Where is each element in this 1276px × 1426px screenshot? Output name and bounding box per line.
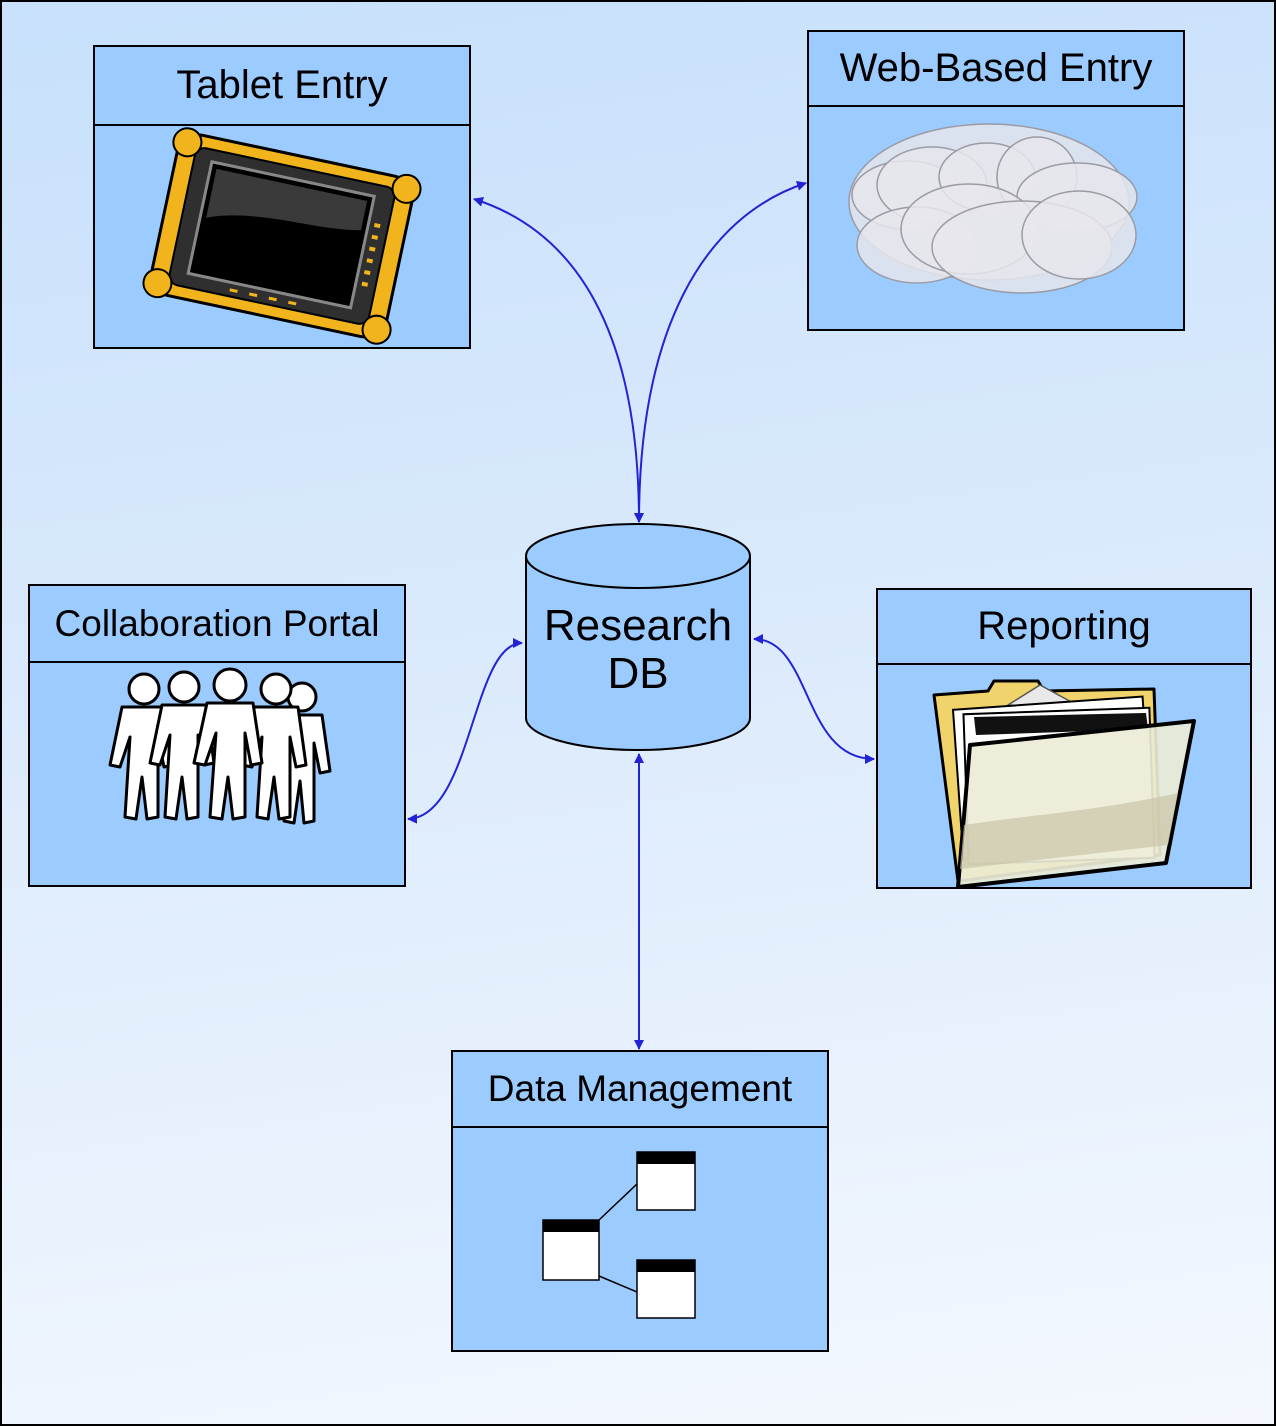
arrow-db-reporting (753, 634, 875, 764)
web-entry-box: Web-Based Entry (807, 30, 1185, 331)
research-db-line2: DB (607, 649, 669, 698)
database-cylinder-icon (525, 523, 751, 751)
research-db-line1: Research (543, 601, 733, 650)
collaboration-portal-box: Collaboration Portal (28, 584, 406, 887)
web-entry-title: Web-Based Entry (809, 32, 1183, 107)
web-entry-body (809, 107, 1183, 329)
tablet-entry-title: Tablet Entry (95, 47, 469, 126)
arrow-db-tablet (473, 196, 644, 523)
reporting-box: Reporting (876, 588, 1252, 889)
cloud-icon (848, 123, 1138, 294)
folder-icon (932, 679, 1196, 887)
data-management-box: Data Management (451, 1050, 829, 1352)
collaboration-portal-body (30, 663, 404, 885)
collaboration-portal-title: Collaboration Portal (30, 586, 404, 663)
arrow-db-collab (407, 638, 523, 824)
arrow-db-web (634, 181, 807, 523)
tablet-entry-body (95, 126, 469, 347)
data-management-body (453, 1128, 827, 1350)
tablet-icon (142, 127, 422, 345)
tree-diagram-icon (542, 1151, 696, 1319)
research-db-label: Research DB (524, 602, 752, 698)
reporting-title: Reporting (878, 590, 1250, 665)
people-icon (108, 667, 332, 825)
data-management-title: Data Management (453, 1052, 827, 1128)
tablet-entry-box: Tablet Entry (93, 45, 471, 349)
reporting-body (878, 665, 1250, 887)
